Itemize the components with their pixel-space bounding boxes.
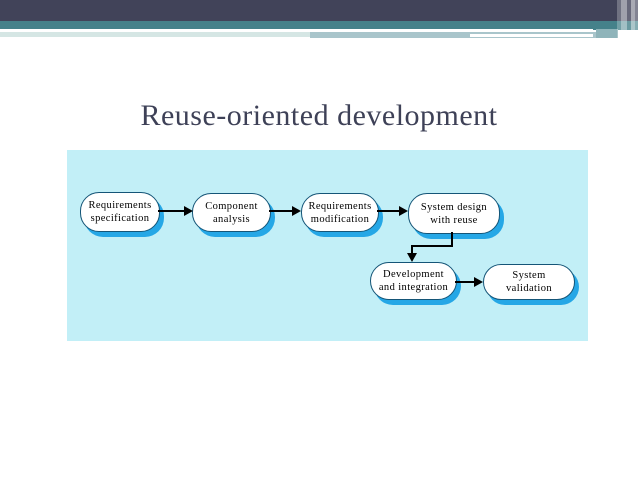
node-label-line: modification <box>310 213 370 225</box>
arrow-line <box>158 210 184 212</box>
node-label-line: Development <box>383 269 444 280</box>
node-label-line: with reuse <box>430 214 478 226</box>
header-edge-stripe <box>617 0 621 40</box>
diagram-panel: Requirements specification Component ana… <box>67 150 588 341</box>
arrow-line <box>411 245 453 247</box>
node-requirements-specification: Requirements specification <box>80 192 160 232</box>
header-grayblue-band <box>310 32 618 38</box>
arrow-line <box>411 247 413 254</box>
node-label-line: and integration <box>378 282 449 293</box>
arrowhead-right-icon <box>292 206 301 216</box>
header-edge-stripe <box>631 0 635 40</box>
arrowhead-down-icon <box>407 253 417 262</box>
node-label-line: System <box>512 270 546 281</box>
header-edge-stripe <box>627 0 631 40</box>
node-component-analysis: Component analysis <box>192 193 271 232</box>
arrow-line <box>269 210 292 212</box>
arrowhead-right-icon <box>184 206 193 216</box>
header-edge-stripe <box>621 0 627 40</box>
node-label-line: analysis <box>212 213 251 225</box>
header-white-segment <box>470 34 593 37</box>
arrowhead-right-icon <box>474 277 483 287</box>
node-development-and-integration: Development and integration <box>370 262 457 300</box>
header-teal-bar <box>0 21 638 30</box>
node-system-design-with-reuse: System design with reuse <box>408 193 500 234</box>
node-label-line: Component <box>205 200 258 212</box>
arrow-line <box>451 232 453 247</box>
header-mint-band <box>0 32 310 37</box>
arrowhead-right-icon <box>399 206 408 216</box>
node-label-line: validation <box>506 283 552 294</box>
arrow-line <box>377 210 399 212</box>
node-system-validation: System validation <box>483 264 575 300</box>
node-label-line: Requirements <box>308 200 372 212</box>
node-label-line: System design <box>420 201 488 213</box>
header-edge-stripe <box>635 0 638 40</box>
header-white-line <box>0 29 593 32</box>
arrow-line <box>455 281 474 283</box>
node-label-line: specification <box>90 213 150 224</box>
header-dark-bar <box>0 0 638 21</box>
node-requirements-modification: Requirements modification <box>301 193 379 232</box>
slide-title: Reuse-oriented development <box>140 99 498 132</box>
header-teal-extension <box>596 29 618 38</box>
node-label-line: Requirements <box>88 200 152 211</box>
